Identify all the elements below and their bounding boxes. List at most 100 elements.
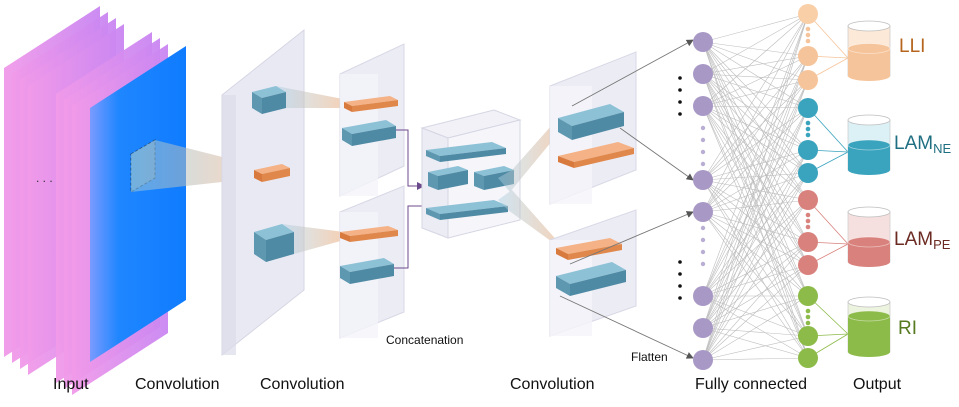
fc-edge — [702, 107, 809, 181]
fc-edge — [702, 107, 809, 213]
output-cylinder — [847, 20, 891, 81]
fc-ellipsis-dot — [700, 261, 706, 267]
fc-edge — [702, 73, 809, 151]
fc-edge — [702, 41, 809, 81]
output-label-ri: RI — [898, 318, 917, 339]
output-cylinder — [847, 114, 891, 175]
fc-ellipsis-dot — [805, 126, 811, 132]
fc-ellipsis-dot — [678, 284, 682, 288]
fc-ellipsis-dot — [700, 225, 706, 231]
fc-edge — [702, 55, 809, 107]
fc-edge — [702, 79, 809, 107]
fc-edge — [702, 149, 809, 181]
fc-output-neuron — [798, 4, 818, 24]
fc-edge — [702, 41, 809, 359]
fc-neuron — [693, 318, 713, 338]
fc-edge — [702, 41, 809, 151]
fc-ellipsis-dot — [700, 249, 706, 255]
fc-edge — [702, 73, 809, 337]
conv3-upper-block — [549, 51, 637, 205]
fc-ellipsis-dot — [805, 38, 811, 44]
fc-edge — [702, 179, 809, 337]
fc-edge — [702, 41, 809, 243]
fc-neuron — [693, 286, 713, 306]
receptive-field-cone-2a — [276, 86, 348, 108]
fc-edge — [702, 41, 809, 57]
fc-ellipsis-dot — [678, 272, 682, 276]
fc-input-neurons — [693, 32, 713, 370]
label-flatten: Flatten — [631, 350, 668, 364]
fc-output-neurons — [798, 4, 818, 368]
input-ellipsis: . . . — [36, 171, 53, 185]
output-label-lli: LLI — [899, 36, 926, 57]
fc-ellipsis-dot — [805, 120, 811, 126]
fc-edge — [702, 149, 809, 213]
fc-ellipsis-dot — [700, 237, 706, 243]
conv1-block — [221, 28, 305, 357]
output-cylinders — [847, 20, 891, 357]
fc-ellipsis-dot — [805, 212, 811, 218]
fc-edge — [702, 105, 809, 174]
fc-output-neuron — [798, 98, 818, 118]
output-cylinder — [847, 206, 891, 267]
input-stack — [4, 6, 186, 395]
fc-edge — [702, 211, 809, 297]
fc-edge — [702, 55, 809, 297]
fc-ellipsis-dots — [678, 26, 811, 326]
fc-edge — [702, 13, 809, 181]
fc-output-neuron — [798, 190, 818, 210]
output-label-lam-ne: LAMNE — [894, 133, 952, 156]
fc-output-connections — [807, 13, 849, 359]
flatten-arrows — [559, 39, 694, 359]
fc-edge — [702, 199, 809, 329]
fc-edge — [702, 55, 809, 75]
fc-edge — [702, 149, 809, 297]
fc-edge — [702, 55, 809, 329]
fc-ellipsis-dot — [805, 132, 811, 138]
fc-edge — [702, 295, 809, 361]
concat-block — [420, 109, 522, 239]
fc-edge — [702, 105, 809, 337]
fc-edge — [702, 199, 809, 213]
fc-ellipsis-dot — [700, 137, 706, 143]
fc-edge — [702, 105, 809, 151]
fc-output-neuron — [798, 255, 818, 275]
fc-edge — [702, 335, 809, 361]
fc-edge — [702, 179, 809, 201]
fc-edge — [702, 295, 809, 329]
fc-ellipsis-dot — [805, 314, 811, 320]
fc-ellipsis-dot — [700, 149, 706, 155]
output-label-lam-pe: LAMPE — [894, 229, 951, 252]
fc-edge — [702, 107, 809, 329]
fc-edge — [702, 107, 809, 361]
fc-output-neuron — [798, 232, 818, 252]
fc-edge — [702, 105, 809, 109]
fc-output-neuron — [798, 286, 818, 306]
fc-edge — [702, 13, 809, 361]
fc-edge — [702, 55, 809, 181]
label-fully-connected: Fully connected — [695, 376, 808, 393]
fc-ellipsis-dot — [678, 88, 682, 92]
fc-ellipsis-dot — [805, 308, 811, 314]
fc-edge — [702, 211, 809, 337]
fc-output-neuron — [798, 140, 818, 160]
receptive-field-cone-2b — [282, 224, 344, 254]
conv2-lower-block — [339, 185, 405, 339]
fc-neuron — [693, 96, 713, 116]
fc-edge — [702, 105, 809, 266]
fc-edge — [702, 179, 809, 297]
fc-edge — [702, 73, 809, 243]
fc-neuron — [693, 170, 713, 190]
fc-ellipsis-dot — [805, 224, 811, 230]
fc-edge — [702, 73, 809, 201]
fc-edge — [702, 13, 809, 107]
fc-neuron — [693, 350, 713, 370]
fc-edge — [702, 105, 809, 359]
output-cylinder — [847, 296, 891, 357]
fc-ellipsis-dot — [678, 100, 682, 104]
label-output: Output — [853, 376, 902, 393]
fc-edge — [702, 211, 809, 243]
fc-edge — [702, 357, 809, 361]
fc-connections — [702, 13, 809, 361]
